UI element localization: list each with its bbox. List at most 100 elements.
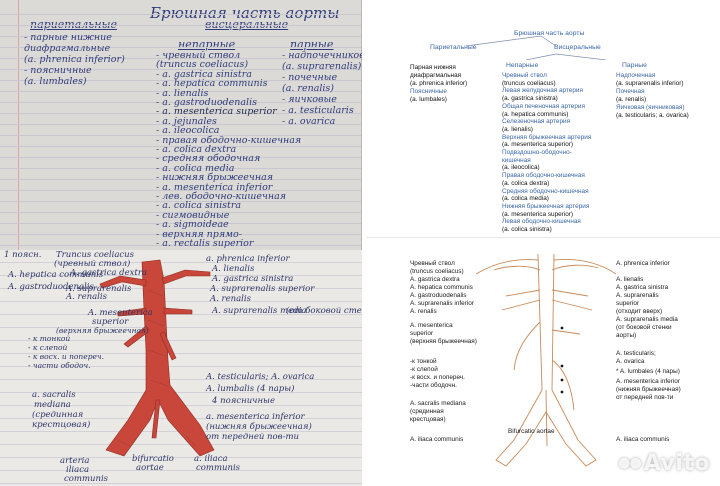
notebook-rule-line — [0, 69, 361, 70]
notebook-unpaired-item: - верхняя прямо- — [156, 228, 242, 240]
notebook-parietal-item: - поясничные — [24, 65, 92, 76]
notebook-rule-line — [0, 168, 361, 169]
notebook-rule-line — [0, 179, 361, 180]
notebook-title: Брюшная часть аорты — [150, 4, 340, 22]
drawing-rule-line — [0, 444, 362, 445]
scheme-unpaired-item: Чревный ствол — [502, 72, 547, 79]
diagram-left-label: -к восх. и попереч. — [410, 374, 465, 381]
scheme-unpaired-item: (a. gastrica sinistra) — [502, 95, 558, 103]
drawing-label: aortae — [136, 463, 164, 473]
scheme-title: Брюшная часть аорты — [514, 30, 585, 37]
scheme-paired-item: Надпочечная — [616, 72, 656, 79]
drawing-label: Truncus coeliacus — [56, 250, 134, 260]
drawing-label: iliaca — [66, 465, 90, 475]
notebook-rule-line — [0, 245, 361, 246]
diagram-left-label: superior — [410, 330, 434, 337]
diagram-left-label: (срединная — [410, 408, 444, 415]
diagram-left-label: A. renalis — [410, 308, 437, 315]
notebook-rule-line — [0, 190, 361, 191]
notebook-unpaired-item: - правая ободочно-кишечная — [156, 134, 302, 146]
scheme-paired-item: (a. suprarenalis inferior) — [616, 80, 684, 87]
drawing-label: A. gastroduodenalis — [8, 282, 94, 292]
drawing-label: A. suprarenalis media — [212, 306, 307, 316]
notebook-unpaired-item: - a. jejunales — [156, 115, 217, 127]
scheme-parietal-item: (a. lumbales) — [410, 96, 447, 103]
notebook-unpaired-item: - a. hepatica communis — [156, 78, 268, 90]
scheme-connector-lines — [465, 35, 607, 60]
diagram-right-label: A. suprarenalis — [616, 292, 659, 299]
notebook-unpaired-item: - a. colica dextra — [156, 144, 237, 155]
drawing-label: A. lienalis — [212, 264, 255, 274]
scheme-unpaired-item: (a. mesenterica superior) — [502, 141, 574, 149]
notebook-unpaired-item: - a. mesenterica superior — [156, 106, 277, 118]
notebook-rule-line — [0, 25, 361, 26]
notebook-unpaired-item: (truncus coeliacus) — [156, 59, 249, 71]
notebook-parietal-item: (a. phrenica inferior) — [24, 54, 125, 65]
notebook-col-parietal: париетальные — [30, 18, 117, 31]
diagram-left-label: -к тонкой — [410, 358, 437, 365]
notebook-rule-line — [0, 146, 361, 147]
diagram-left-label: A. sacralis mediana — [410, 400, 466, 407]
diagram-right-label: A. lienalis — [616, 276, 644, 283]
notebook-rule-line — [0, 91, 361, 92]
scheme-paired-item: (a. renalis) — [616, 96, 647, 103]
drawing-rule-line — [0, 314, 362, 315]
diagram-right-label: A. phrenica inferior — [616, 260, 670, 267]
aorta-outline-svg — [475, 253, 617, 467]
drawing-rule-line — [0, 301, 362, 302]
scheme-unpaired-item: Общая печеночная артерия — [502, 102, 585, 110]
aorta-outline-diagram: Bifurcatio aortae Чревный ствол(truncus … — [366, 240, 720, 486]
lumbar-markers — [560, 326, 564, 394]
drawing-label: 1 поясн. — [4, 250, 42, 260]
notebook-paired-item: - надпочечниковые — [282, 50, 362, 61]
scheme-branch-unpaired: Непарные — [506, 62, 539, 69]
diagram-left-label: -части ободочн. — [410, 382, 457, 389]
drawing-label: от передней пов-ти — [206, 432, 299, 442]
notebook-paired-item: (a. renalis) — [282, 83, 335, 94]
drawing-label: - к восх. и попереч. — [28, 352, 104, 361]
notebook-unpaired-item: - a. rectalis superior — [156, 238, 254, 249]
drawing-rule-line — [0, 353, 362, 354]
aorta-drawing-photo: 1 поясн.Truncus coeliacus(чревный ствол)… — [0, 250, 362, 486]
diagram-right-label: аорты) — [616, 332, 637, 339]
notebook-rule-line — [0, 102, 361, 103]
notebook-rule-line — [0, 36, 361, 37]
notebook-unpaired-item: - средняя ободочная — [156, 153, 261, 165]
diagram-left-label: (верхняя брыжеечная) — [410, 338, 477, 345]
scheme-paired-item: (a. testicularis; a. ovarica) — [616, 112, 689, 119]
diagram-right-label: A. iliaca communis — [616, 436, 670, 443]
avito-watermark: ●●Avito — [618, 451, 710, 476]
scheme-unpaired-item: Нижняя брыжеечная артерия — [502, 202, 590, 210]
diagram-left-label: A. gastrica dextra — [410, 276, 460, 283]
scheme-parietal-item: диафрагмальная — [410, 72, 462, 79]
diagram-right-label: A. suprarenalis media — [616, 316, 678, 323]
scheme-parietal-item: (a. phrenica inferior) — [410, 80, 468, 87]
drawing-label: (срединная — [32, 410, 84, 420]
aorta-hatching — [117, 289, 197, 447]
notebook-rule-line — [0, 223, 361, 224]
drawing-label: communis — [196, 463, 241, 473]
notebook-unpaired-item: - лев. ободочно-кишечная — [156, 191, 287, 202]
notebook-paired-item: - яичковые — [282, 94, 337, 105]
scheme-branch-parietal: Париетальные — [430, 44, 477, 51]
drawing-label: A. renalis — [210, 294, 251, 304]
scheme-unpaired-item: кишечная — [502, 156, 531, 164]
drawing-label: communis — [64, 474, 109, 484]
drawing-rule-line — [0, 340, 362, 341]
notebook-unpaired-item: - нижняя брыжеечная — [156, 172, 274, 184]
diagram-right-label: A. ovarica — [616, 358, 645, 365]
diagram-left-label: A. gastroduodenalis — [410, 292, 467, 299]
diagram-left-label: A. hepatica communis — [410, 284, 473, 291]
notebook-margin-line — [18, 0, 19, 250]
diagram-left-label: A. suprarenalis inferior — [410, 300, 474, 307]
drawing-label: (верхняя брыжеечная) — [56, 326, 149, 335]
scheme-unpaired-item: (a. colica media) — [502, 195, 549, 203]
notebook-rule-line — [0, 80, 361, 81]
diagram-right-label: (от боковой стенки — [616, 324, 672, 331]
drawing-label: A. suprarenalis superior — [210, 284, 315, 294]
bifurcation-label: Bifurcatio aortae — [508, 428, 555, 435]
drawing-rule-line — [0, 483, 362, 484]
drawing-rule-line — [0, 366, 362, 367]
drawing-label: A. gastrica dextra — [70, 268, 147, 278]
avito-watermark-text: Avito — [643, 451, 710, 476]
